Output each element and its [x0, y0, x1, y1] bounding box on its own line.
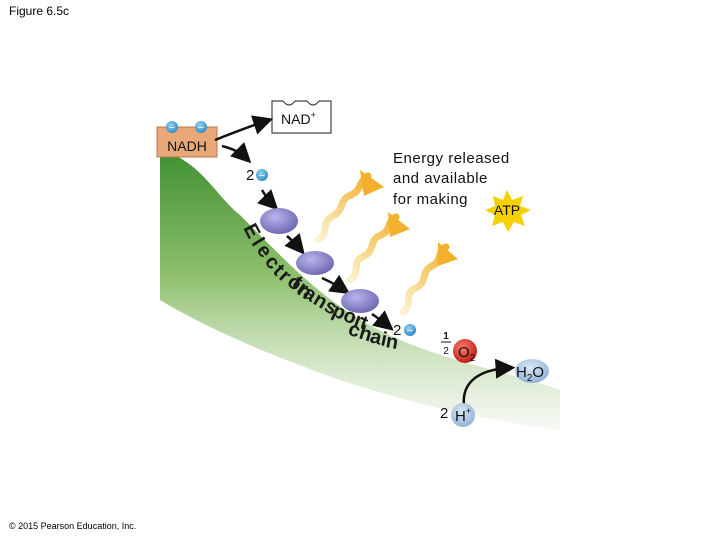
hydrogen-superscript: +	[466, 406, 471, 416]
svg-text:−: −	[407, 325, 413, 337]
energy-wave-1	[314, 170, 384, 244]
hydrogen-count: 2	[440, 405, 448, 422]
hydrogen-ion: H+	[451, 403, 475, 427]
nad-plus-superscript: +	[311, 110, 316, 120]
svg-text:−: −	[169, 122, 175, 134]
svg-text:−: −	[198, 122, 204, 134]
oxygen-subscript: 2	[470, 353, 476, 364]
half-denominator: 2	[443, 346, 449, 357]
electron-count-top: 2	[246, 167, 254, 184]
water-molecule: H2O	[515, 359, 549, 384]
svg-text:−: −	[259, 170, 265, 182]
water-h-label: H	[516, 364, 527, 381]
energy-slope	[160, 150, 560, 430]
electron-arrow-4	[371, 310, 394, 331]
nadh-electron-arrow	[221, 142, 252, 164]
svg-text:O2: O2	[458, 344, 476, 364]
nad-plus-box: NAD+	[271, 100, 332, 134]
energy-text-line2: and available	[393, 170, 488, 187]
energy-text-line3: for making	[393, 191, 468, 208]
nadh-to-nad-arrow	[214, 115, 274, 142]
nadh-label: NADH	[167, 138, 207, 154]
reaction-arrow	[462, 358, 516, 406]
svg-text:n: n	[384, 330, 400, 354]
svg-text:H+: H+	[455, 406, 471, 425]
electron-arrow-1	[257, 189, 279, 211]
oxygen-molecule: O2	[453, 339, 477, 364]
energy-wave-2	[346, 212, 410, 284]
water-o-label: O	[532, 364, 544, 381]
nadh-box: NADH	[156, 126, 218, 158]
carrier-2	[296, 251, 334, 275]
electron-count-bottom: 2	[393, 322, 401, 339]
water-subscript: 2	[527, 373, 533, 384]
oxygen-label: O	[458, 344, 470, 361]
half-fraction: 1 2	[441, 331, 451, 357]
atp-starburst: ATP	[485, 190, 531, 232]
svg-text:i: i	[379, 328, 389, 351]
copyright-notice: © 2015 Pearson Education, Inc.	[9, 521, 137, 531]
carrier-1	[260, 208, 298, 234]
nad-plus-label: NAD	[281, 111, 311, 127]
electron-bottom-icon: −	[404, 324, 416, 337]
electron-arrow-3	[321, 274, 351, 295]
half-numerator: 1	[443, 331, 449, 342]
chain-title: E l e c t r o n t r a n s p o r t c h a …	[239, 220, 400, 354]
carrier-3	[341, 289, 379, 313]
energy-text-line1: Energy released	[393, 150, 510, 167]
nadh-electron-1: −	[166, 121, 178, 134]
electron-top-icon: −	[256, 169, 268, 182]
figure-label: Figure 6.5c	[9, 4, 70, 18]
electron-arrow-2	[284, 232, 305, 255]
svg-text:NAD+: NAD+	[281, 110, 316, 127]
hydrogen-label: H	[455, 408, 466, 425]
svg-text:H2O: H2O	[516, 364, 544, 384]
nadh-electron-2: −	[195, 121, 207, 134]
atp-label: ATP	[494, 202, 520, 218]
energy-wave-3	[399, 242, 458, 316]
